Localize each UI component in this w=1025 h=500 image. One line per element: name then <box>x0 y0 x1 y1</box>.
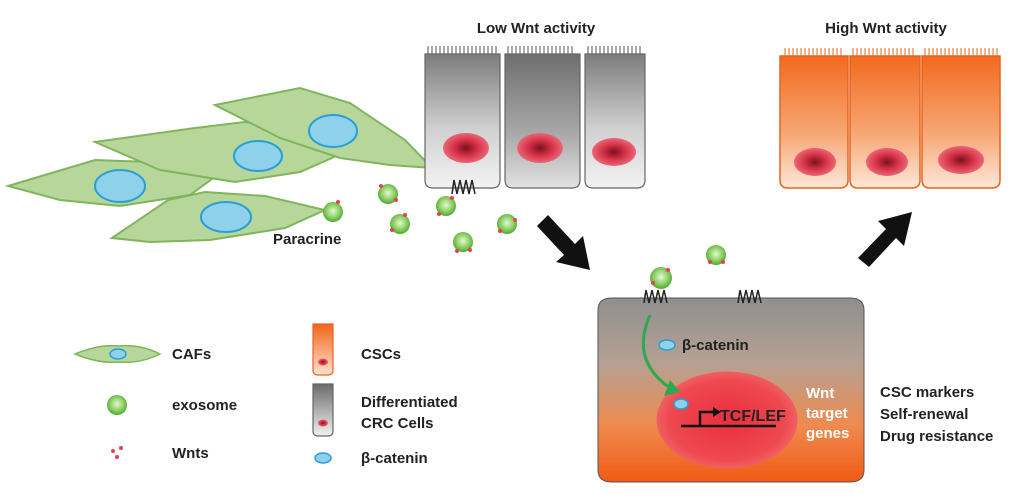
low-wnt-title: Low Wnt activity <box>477 20 596 37</box>
red-nucleus <box>794 148 836 176</box>
caf-nucleus <box>200 201 252 233</box>
legend-wnts-label: Wnts <box>172 445 209 462</box>
exosome <box>323 200 343 222</box>
caf-nucleus <box>308 114 358 148</box>
translocation-arrowhead <box>664 380 680 396</box>
gray-cell <box>424 53 501 189</box>
translocation-arrow <box>641 314 671 390</box>
red-nucleus <box>938 146 984 174</box>
tcf-lef-label: TCF/LEF <box>720 408 786 425</box>
beta-catenin-label: β-catenin <box>682 337 749 354</box>
legend-differentiated-icon <box>312 383 334 437</box>
legend-csc-icon <box>312 323 334 376</box>
wnt-target-genes-line: target <box>806 405 848 422</box>
red-nucleus <box>443 133 489 163</box>
legend-differentiated-line: CRC Cells <box>361 415 434 432</box>
outcome-line: CSC markers <box>880 384 974 401</box>
caf-nucleus <box>94 169 146 203</box>
legend-cscs-label: CSCs <box>361 346 401 363</box>
outcome-line: Drug resistance <box>880 428 993 445</box>
signaling-cell <box>597 289 865 483</box>
transition-arrow <box>858 212 912 267</box>
gray-cell <box>504 53 581 189</box>
exosome-group <box>323 184 726 289</box>
high-wnt-title: High Wnt activity <box>825 20 947 37</box>
low-wnt-cells <box>424 46 646 195</box>
legend-beta-catenin-icon <box>314 452 332 464</box>
caf-nucleus <box>233 140 283 172</box>
exosome <box>497 214 517 234</box>
wnt-receptor <box>737 289 762 304</box>
exosome <box>650 267 672 289</box>
red-nucleus <box>592 138 636 166</box>
beta-catenin-dot <box>673 398 689 410</box>
beta-catenin-dot <box>658 339 676 351</box>
exosome <box>706 245 726 265</box>
exosome <box>436 196 456 216</box>
wnt-receptor <box>451 179 476 195</box>
legend-beta-catenin-label: β-catenin <box>361 450 428 467</box>
red-nucleus <box>866 148 908 176</box>
legend-exosome-label: exosome <box>172 397 237 414</box>
outcome-line: Self-renewal <box>880 406 968 423</box>
promoter-arrow <box>698 410 713 426</box>
legend-cafs-label: CAFs <box>172 346 211 363</box>
high-wnt-cells <box>779 48 1001 189</box>
microvilli <box>427 46 641 56</box>
microvilli <box>784 48 998 58</box>
exosome <box>390 213 410 234</box>
wnt-receptor <box>643 289 668 304</box>
cell-nucleus <box>656 371 798 469</box>
red-nucleus <box>517 133 563 163</box>
wnt-target-genes-line: Wnt <box>806 385 834 402</box>
promoter-arrowhead <box>713 407 721 417</box>
legend-exosome-icon <box>107 395 127 415</box>
legend-caf-icon <box>72 344 162 364</box>
paracrine-label: Paracrine <box>273 231 341 248</box>
wnt-target-genes-line: genes <box>806 425 849 442</box>
caf-cluster <box>4 86 435 244</box>
gray-cell <box>584 53 646 189</box>
legend-differentiated-line: Differentiated <box>361 394 458 411</box>
exosome <box>378 184 398 204</box>
exosome <box>453 232 473 253</box>
transition-arrow <box>537 215 590 270</box>
legend-wnts-icon <box>111 446 123 459</box>
legend: CAFs exosome Wnts CSCs Differentiated CR… <box>72 323 458 467</box>
